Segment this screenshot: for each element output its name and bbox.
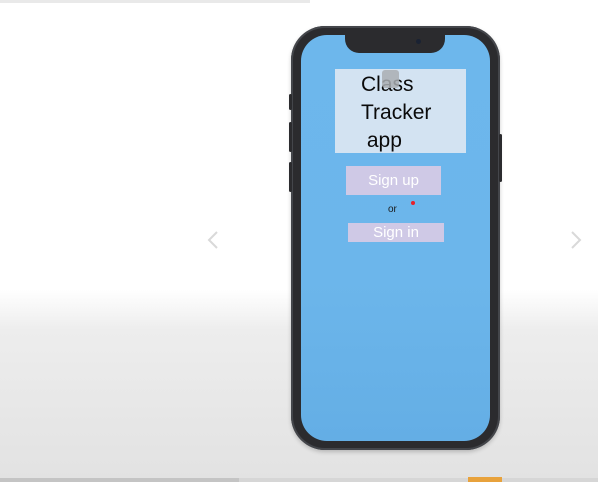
slideshow-progress-bar[interactable] xyxy=(0,478,598,482)
app-title-card: Class Tracker app xyxy=(335,69,466,153)
pointer-dot xyxy=(411,201,415,205)
or-separator: or xyxy=(388,204,397,215)
sign-up-button[interactable]: Sign up xyxy=(346,166,441,195)
previous-slide-button[interactable] xyxy=(202,226,224,254)
volume-up-button xyxy=(289,122,292,152)
sign-in-button[interactable]: Sign in xyxy=(348,223,444,242)
progress-fill xyxy=(0,478,240,482)
chevron-left-icon xyxy=(207,231,218,249)
progress-marker xyxy=(468,477,502,482)
phone-screen: Class Tracker app Sign up or Sign in xyxy=(301,35,490,441)
volume-down-button xyxy=(289,162,292,192)
chevron-right-icon xyxy=(571,231,582,249)
next-slide-button[interactable] xyxy=(565,226,587,254)
app-title: Class Tracker app xyxy=(361,73,432,152)
power-button xyxy=(499,134,502,182)
camera-icon xyxy=(416,39,421,44)
mute-switch xyxy=(289,94,292,110)
phone-notch xyxy=(345,35,445,53)
top-edge-strip xyxy=(0,0,310,3)
cursor-smudge xyxy=(382,70,399,88)
phone-mockup: Class Tracker app Sign up or Sign in xyxy=(289,26,502,450)
